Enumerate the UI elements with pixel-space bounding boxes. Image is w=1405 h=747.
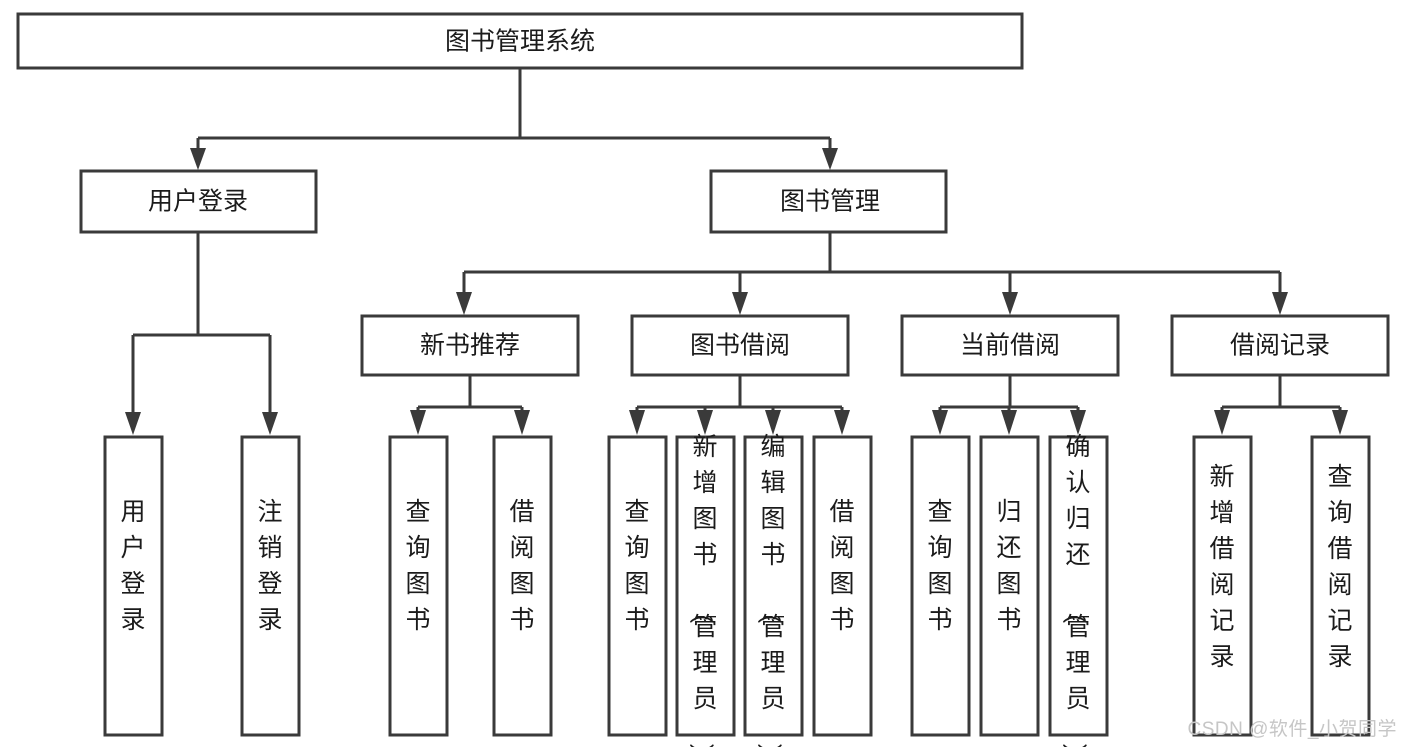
node-user-login[interactable]: 用户登录 [79, 169, 318, 234]
node-book-borrow-label: 图书借阅 [690, 332, 790, 360]
leaf-bb-edit-book-label: 编辑图书（管理员） [754, 433, 785, 747]
arrow-current-leaf-1 [932, 410, 948, 435]
node-book-borrow-box[interactable] [630, 314, 850, 377]
node-current-borrow-box[interactable] [900, 314, 1120, 377]
node-borrow-record[interactable]: 借阅记录 [1170, 314, 1390, 377]
node-root-box[interactable] [16, 12, 1024, 70]
leaf-bb-borrow-book-box[interactable] [812, 435, 873, 737]
leaf-node[interactable]: 借阅图书 [812, 435, 873, 737]
leaf-node[interactable]: 查询图书 [910, 435, 971, 737]
leaf-bb-add-book-label: 新增图书（管理员） [686, 433, 717, 747]
leaf-bb-borrow-book-label: 借阅图书 [829, 498, 854, 634]
leaf-node[interactable]: 查询借阅记录 [1310, 435, 1371, 737]
arrow-book-child-1 [456, 292, 472, 315]
node-current-borrow-label: 当前借阅 [960, 332, 1060, 360]
leaf-br-add-record-label: 新增借阅记录 [1209, 463, 1234, 671]
connector-group-book-manage [456, 232, 1288, 315]
node-root[interactable]: 图书管理系统 [16, 12, 1024, 70]
arrow-record-leaf-2 [1332, 410, 1348, 435]
leaf-node[interactable]: 查询图书 [388, 435, 449, 737]
arrow-book-child-2 [732, 292, 748, 315]
leaf-user-login-label: 用户登录 [120, 498, 145, 634]
leaf-bb-query-book-box[interactable] [607, 435, 668, 737]
leaf-node[interactable]: 查询图书 [607, 435, 668, 737]
leaf-node[interactable]: 确认归还（管理员） [1048, 433, 1109, 747]
leaf-node[interactable]: 编辑图书（管理员） [743, 433, 804, 747]
leaf-node[interactable]: 新增图书（管理员） [675, 433, 736, 747]
arrow-newbook-leaf-2 [514, 410, 530, 435]
leaf-nb-borrow-book-label: 借阅图书 [509, 498, 534, 634]
connector-group-current-borrow [932, 375, 1086, 435]
leaf-bb-edit-book-box[interactable] [743, 435, 804, 737]
connector-group-new-books [410, 375, 530, 435]
node-book-borrow[interactable]: 图书借阅 [630, 314, 850, 377]
node-borrow-record-label: 借阅记录 [1230, 332, 1330, 360]
leaf-node[interactable]: 归还图书 [979, 435, 1040, 737]
leaf-br-query-record-box[interactable] [1310, 435, 1371, 737]
arrow-root-to-user [190, 148, 206, 170]
arrow-current-leaf-3 [1070, 410, 1086, 435]
node-new-book-recommend[interactable]: 新书推荐 [360, 314, 580, 377]
arrow-record-leaf-1 [1214, 410, 1230, 435]
leaf-node[interactable]: 借阅图书 [492, 435, 553, 737]
leaf-cb-return-book-label: 归还图书 [996, 498, 1021, 634]
leaf-logout-label: 注销登录 [257, 498, 282, 634]
node-user-login-label: 用户登录 [148, 188, 248, 216]
node-new-book-recommend-box[interactable] [360, 314, 580, 377]
leaf-br-add-record-box[interactable] [1192, 435, 1253, 737]
arrow-user-leaf-2 [262, 412, 278, 435]
leaf-nb-query-book-label: 查询图书 [405, 498, 430, 634]
leaf-cb-confirm-return-label: 确认归还（管理员） [1059, 433, 1090, 747]
node-borrow-record-box[interactable] [1170, 314, 1390, 377]
arrow-current-leaf-2 [1001, 410, 1017, 435]
leaf-node[interactable]: 注销登录 [240, 435, 301, 737]
connector-group-user-login [125, 232, 278, 435]
node-user-login-box[interactable] [79, 169, 318, 234]
arrow-book-child-3 [1002, 292, 1018, 315]
node-new-book-recommend-label: 新书推荐 [420, 332, 520, 360]
node-book-manage[interactable]: 图书管理 [709, 169, 948, 234]
connector-group-root [190, 68, 838, 170]
node-book-manage-label: 图书管理 [780, 188, 880, 216]
leaf-cb-query-book-box[interactable] [910, 435, 971, 737]
arrow-borrow-leaf-4 [834, 410, 850, 435]
node-current-borrow[interactable]: 当前借阅 [900, 314, 1120, 377]
arrow-borrow-leaf-2 [697, 410, 713, 435]
connector-group-borrow [629, 375, 850, 435]
arrow-borrow-leaf-1 [629, 410, 645, 435]
leaf-logout-box[interactable] [240, 435, 301, 737]
leaf-cb-return-book-box[interactable] [979, 435, 1040, 737]
node-root-label: 图书管理系统 [445, 28, 595, 56]
leaf-cb-query-book-label: 查询图书 [927, 498, 952, 634]
arrow-newbook-leaf-1 [410, 410, 426, 435]
arrow-root-to-book [822, 148, 838, 170]
arrow-book-child-4 [1272, 292, 1288, 315]
arrow-borrow-leaf-3 [765, 410, 781, 435]
leaf-cb-confirm-return-box[interactable] [1048, 435, 1109, 737]
leaf-bb-add-book-box[interactable] [675, 435, 736, 737]
connector-group-records [1214, 375, 1348, 435]
leaf-node[interactable]: 新增借阅记录 [1192, 435, 1253, 737]
arrow-user-leaf-1 [125, 412, 141, 435]
leaf-bb-query-book-label: 查询图书 [624, 498, 649, 634]
csdn-watermark: CSDN @软件_小贺同学 [1187, 719, 1397, 740]
leaf-nb-borrow-book-box[interactable] [492, 435, 553, 737]
leaf-node[interactable]: 用户登录 [103, 435, 164, 737]
node-book-manage-box[interactable] [709, 169, 948, 234]
leaf-user-login-box[interactable] [103, 435, 164, 737]
leaf-nb-query-book-box[interactable] [388, 435, 449, 737]
leaf-br-query-record-label: 查询借阅记录 [1327, 463, 1352, 671]
